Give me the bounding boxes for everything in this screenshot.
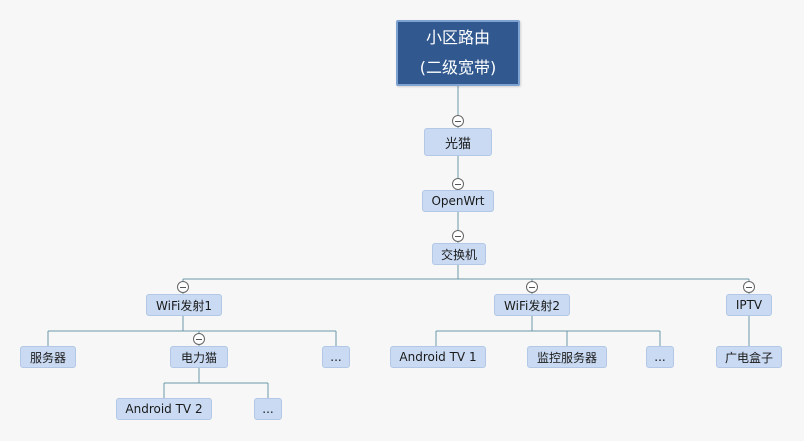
collapse-toggle-switch-right[interactable]	[743, 281, 755, 293]
node-wifi2[interactable]: WiFi发射2	[494, 294, 570, 316]
node-wifi2-more[interactable]: ...	[646, 346, 674, 368]
node-server[interactable]: 服务器	[20, 346, 76, 368]
connector-wifi2-children	[435, 316, 661, 346]
connector-plc-children	[163, 368, 269, 398]
collapse-toggle-switch-left[interactable]	[177, 281, 189, 293]
connector-switch-children	[182, 265, 750, 294]
collapse-toggle-guangmao[interactable]	[452, 178, 464, 190]
node-monitor-server[interactable]: 监控服务器	[527, 346, 607, 368]
collapse-toggle-plc[interactable]	[193, 333, 205, 345]
root-node[interactable]: 小区路由 (二级宽带)	[396, 20, 520, 86]
root-title: 小区路由	[425, 28, 490, 47]
node-settop-box[interactable]: 广电盒子	[716, 346, 782, 368]
collapse-toggle-root[interactable]	[452, 115, 464, 127]
collapse-toggle-switch-middle[interactable]	[526, 281, 538, 293]
node-guangmao[interactable]: 光猫	[424, 128, 492, 156]
connector-wifi1-children	[47, 316, 337, 346]
node-wifi1[interactable]: WiFi发射1	[146, 294, 222, 316]
node-android-tv-2[interactable]: Android TV 2	[116, 398, 212, 420]
node-plc-more[interactable]: ...	[254, 398, 282, 420]
node-iptv[interactable]: IPTV	[726, 294, 772, 316]
root-subtitle: (二级宽带)	[419, 58, 497, 77]
node-wifi1-more[interactable]: ...	[322, 346, 350, 368]
node-android-tv-1[interactable]: Android TV 1	[390, 346, 486, 368]
node-openwrt[interactable]: OpenWrt	[422, 190, 494, 212]
node-switch[interactable]: 交换机	[432, 243, 486, 265]
node-plc[interactable]: 电力猫	[170, 346, 228, 368]
collapse-toggle-openwrt[interactable]	[452, 230, 464, 242]
